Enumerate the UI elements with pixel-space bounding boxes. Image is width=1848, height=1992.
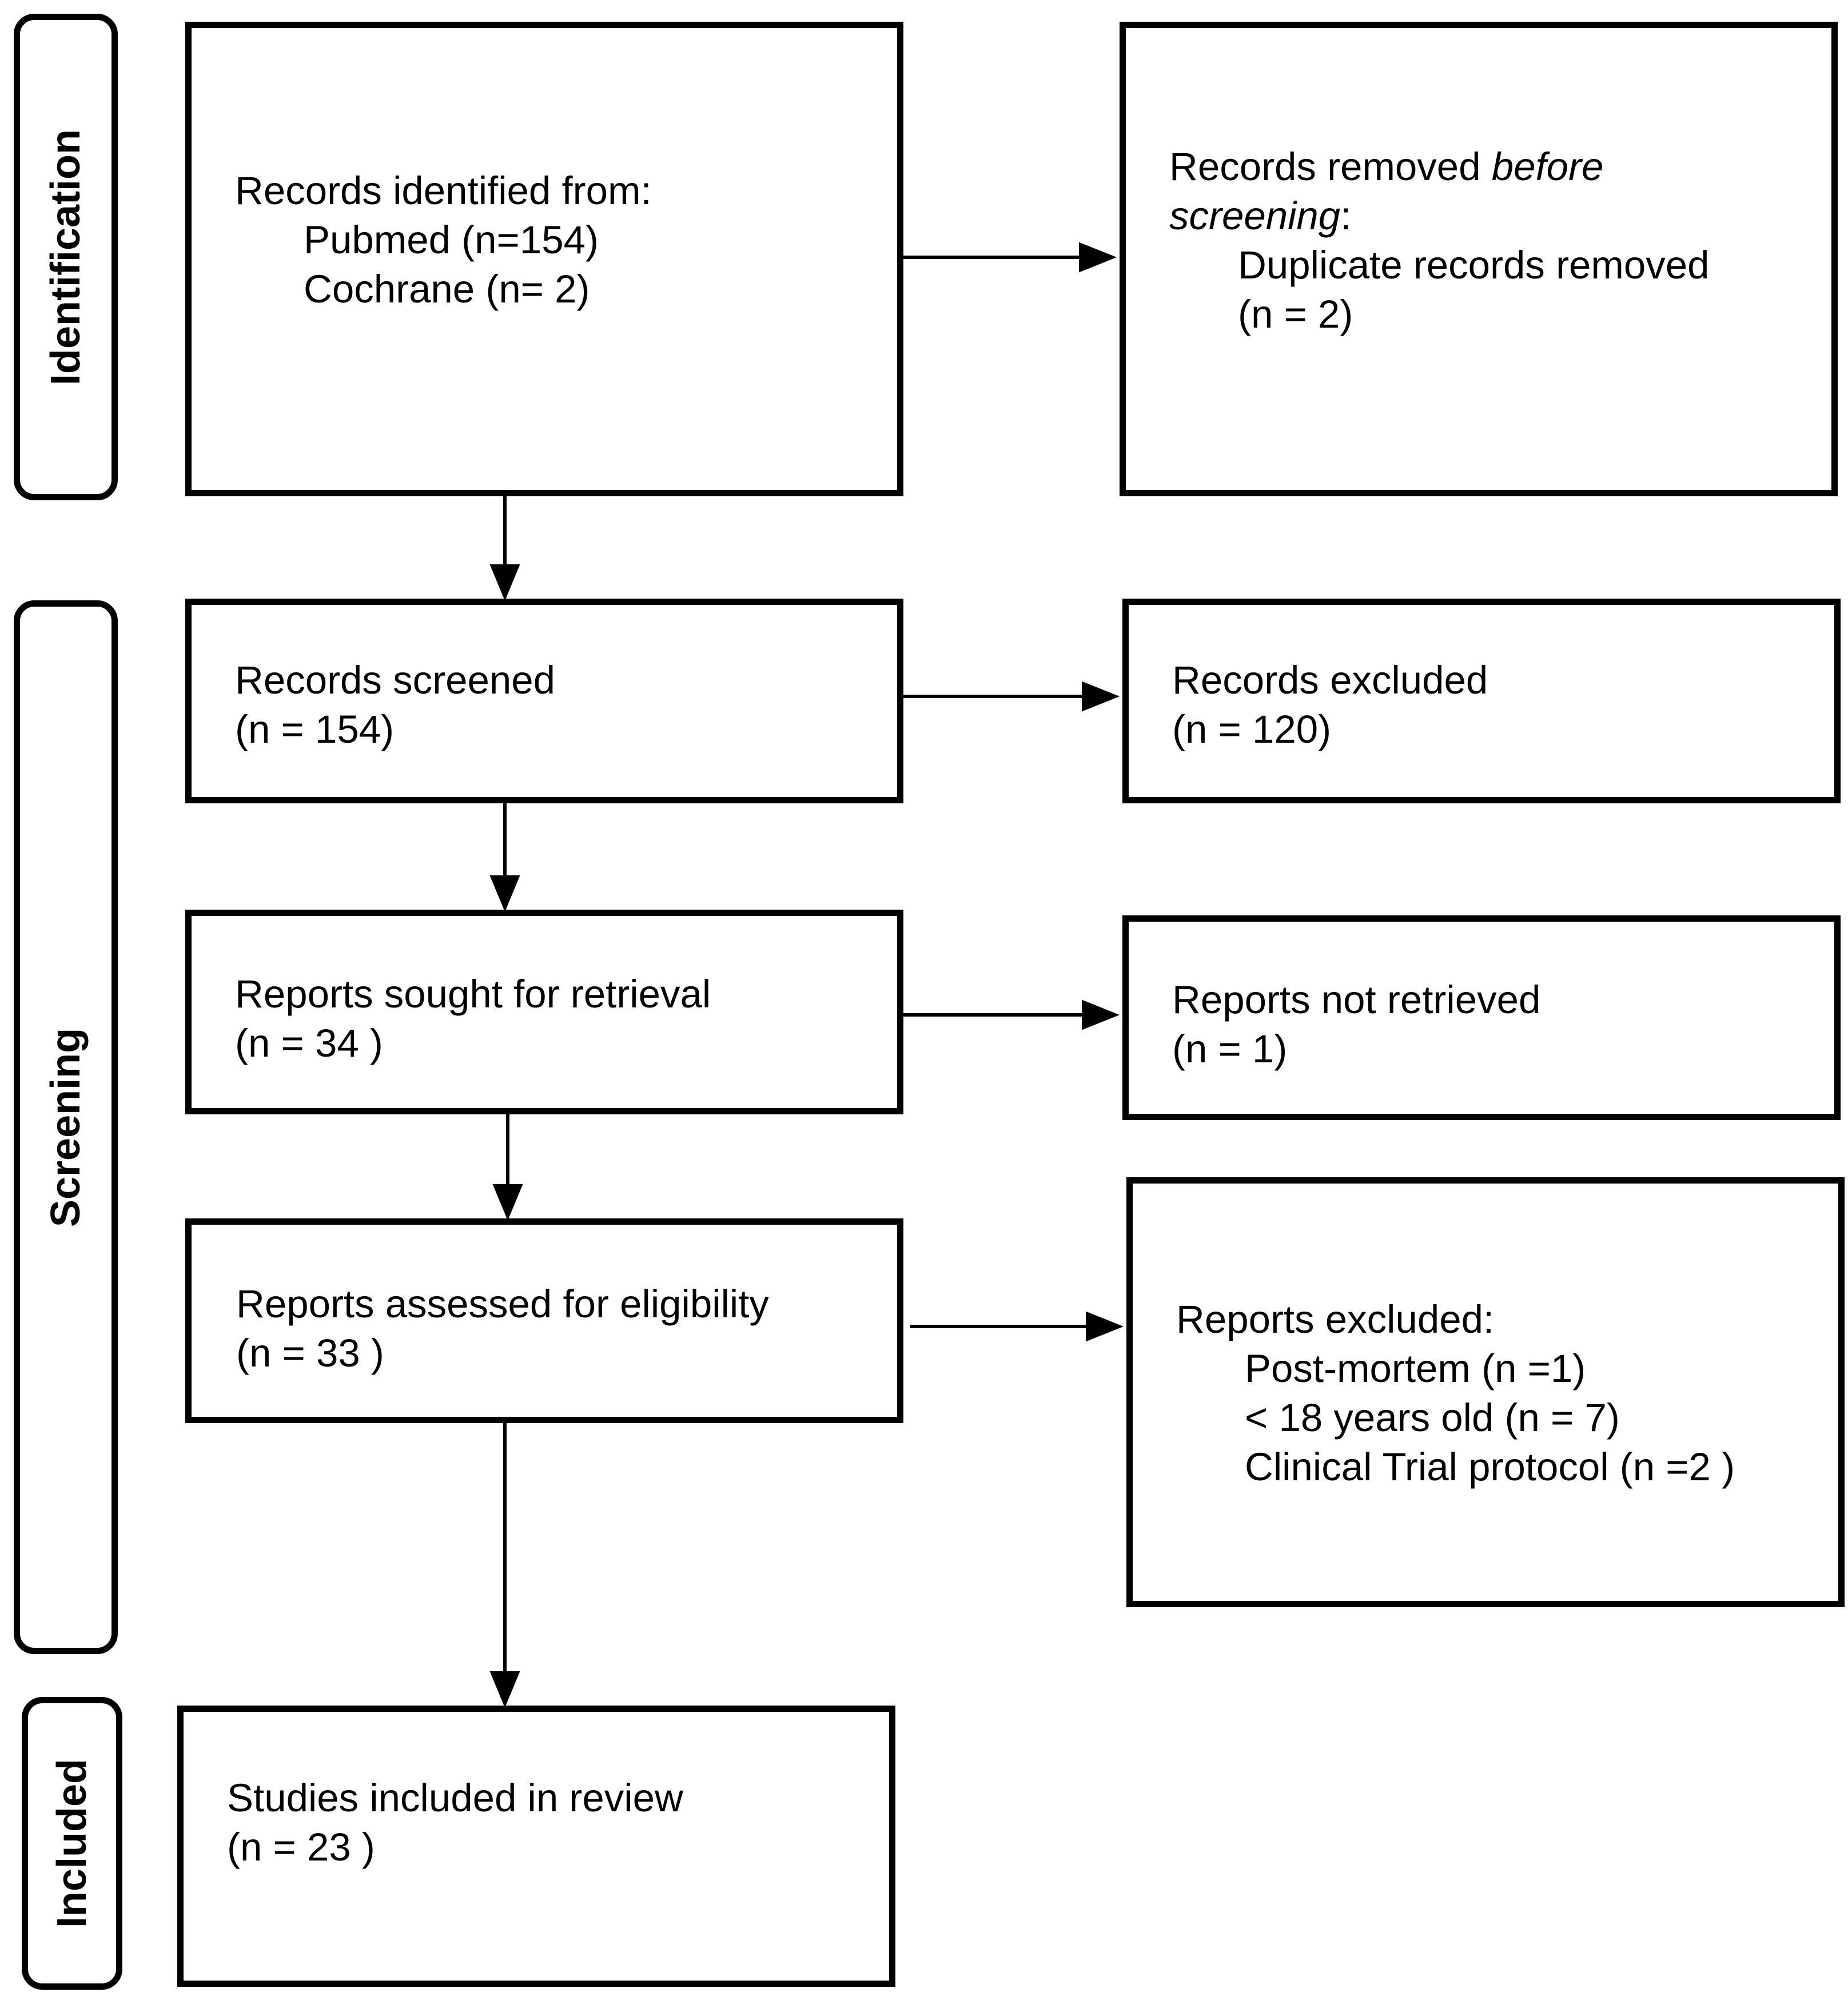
- records-identified-title: Records identified from:: [235, 169, 652, 213]
- reports-excluded-title: Reports excluded:: [1176, 1297, 1495, 1341]
- exclusion-trial-protocol: Clinical Trial protocol (n =2 ): [1245, 1445, 1735, 1489]
- records-removed-box: Records removed before screening: Duplic…: [1120, 22, 1838, 496]
- arrowhead-assessed-to-excluded: [1086, 1311, 1124, 1342]
- arrowhead-assessed-to-included: [489, 1671, 520, 1708]
- exclusion-post-mortem: Post-mortem (n =1): [1245, 1346, 1586, 1391]
- reports-not-retrieved-box: Reports not retrieved (n = 1): [1122, 915, 1841, 1120]
- reports-assessed-count: (n = 33 ): [236, 1331, 384, 1375]
- reports-not-retrieved-title: Reports not retrieved: [1172, 978, 1541, 1022]
- phase-screening: Screening: [14, 600, 118, 1654]
- records-screened-title: Records screened: [235, 658, 555, 702]
- reports-sought-count: (n = 34 ): [235, 1021, 383, 1065]
- reports-not-retrieved-count: (n = 1): [1172, 1027, 1288, 1071]
- arrowhead-screened-to-sought: [489, 875, 520, 912]
- records-screened-count: (n = 154): [235, 707, 395, 751]
- records-identified-box: Records identified from: Pubmed (n=154) …: [185, 22, 903, 496]
- reports-assessed-box: Reports assessed for eligibility (n = 33…: [185, 1218, 903, 1423]
- records-removed-title: Records removed before: [1169, 145, 1604, 189]
- duplicate-records-count: (n = 2): [1238, 292, 1353, 336]
- arrowhead-identified-to-removed: [1079, 242, 1117, 273]
- arrowhead-sought-to-not-retrieved: [1082, 999, 1120, 1030]
- reports-excluded-box: Reports excluded: Post-mortem (n =1) < 1…: [1126, 1177, 1845, 1607]
- phase-identification: Identification: [14, 14, 118, 500]
- studies-included-count: (n = 23 ): [227, 1825, 375, 1869]
- source-pubmed: Pubmed (n=154): [304, 218, 599, 262]
- records-removed-subtitle: screening:: [1169, 194, 1352, 238]
- source-cochrane: Cochrane (n= 2): [304, 267, 590, 311]
- records-excluded-count: (n = 120): [1172, 707, 1332, 751]
- records-excluded-box: Records excluded (n = 120): [1122, 599, 1841, 803]
- arrowhead-sought-to-assessed: [492, 1184, 523, 1221]
- duplicate-records-label: Duplicate records removed: [1238, 243, 1710, 287]
- records-excluded-title: Records excluded: [1172, 658, 1488, 702]
- reports-assessed-title: Reports assessed for eligibility: [236, 1282, 769, 1326]
- studies-included-box: Studies included in review (n = 23 ): [177, 1706, 895, 1987]
- studies-included-title: Studies included in review: [227, 1776, 683, 1820]
- arrowhead-screened-to-excluded: [1082, 681, 1120, 712]
- phase-included: Included: [22, 1697, 122, 1990]
- records-screened-box: Records screened (n = 154): [185, 599, 903, 803]
- reports-sought-title: Reports sought for retrieval: [235, 972, 711, 1016]
- arrowhead-identified-to-screened: [489, 564, 520, 601]
- reports-sought-box: Reports sought for retrieval (n = 34 ): [185, 910, 903, 1114]
- exclusion-age: < 18 years old (n = 7): [1245, 1396, 1620, 1440]
